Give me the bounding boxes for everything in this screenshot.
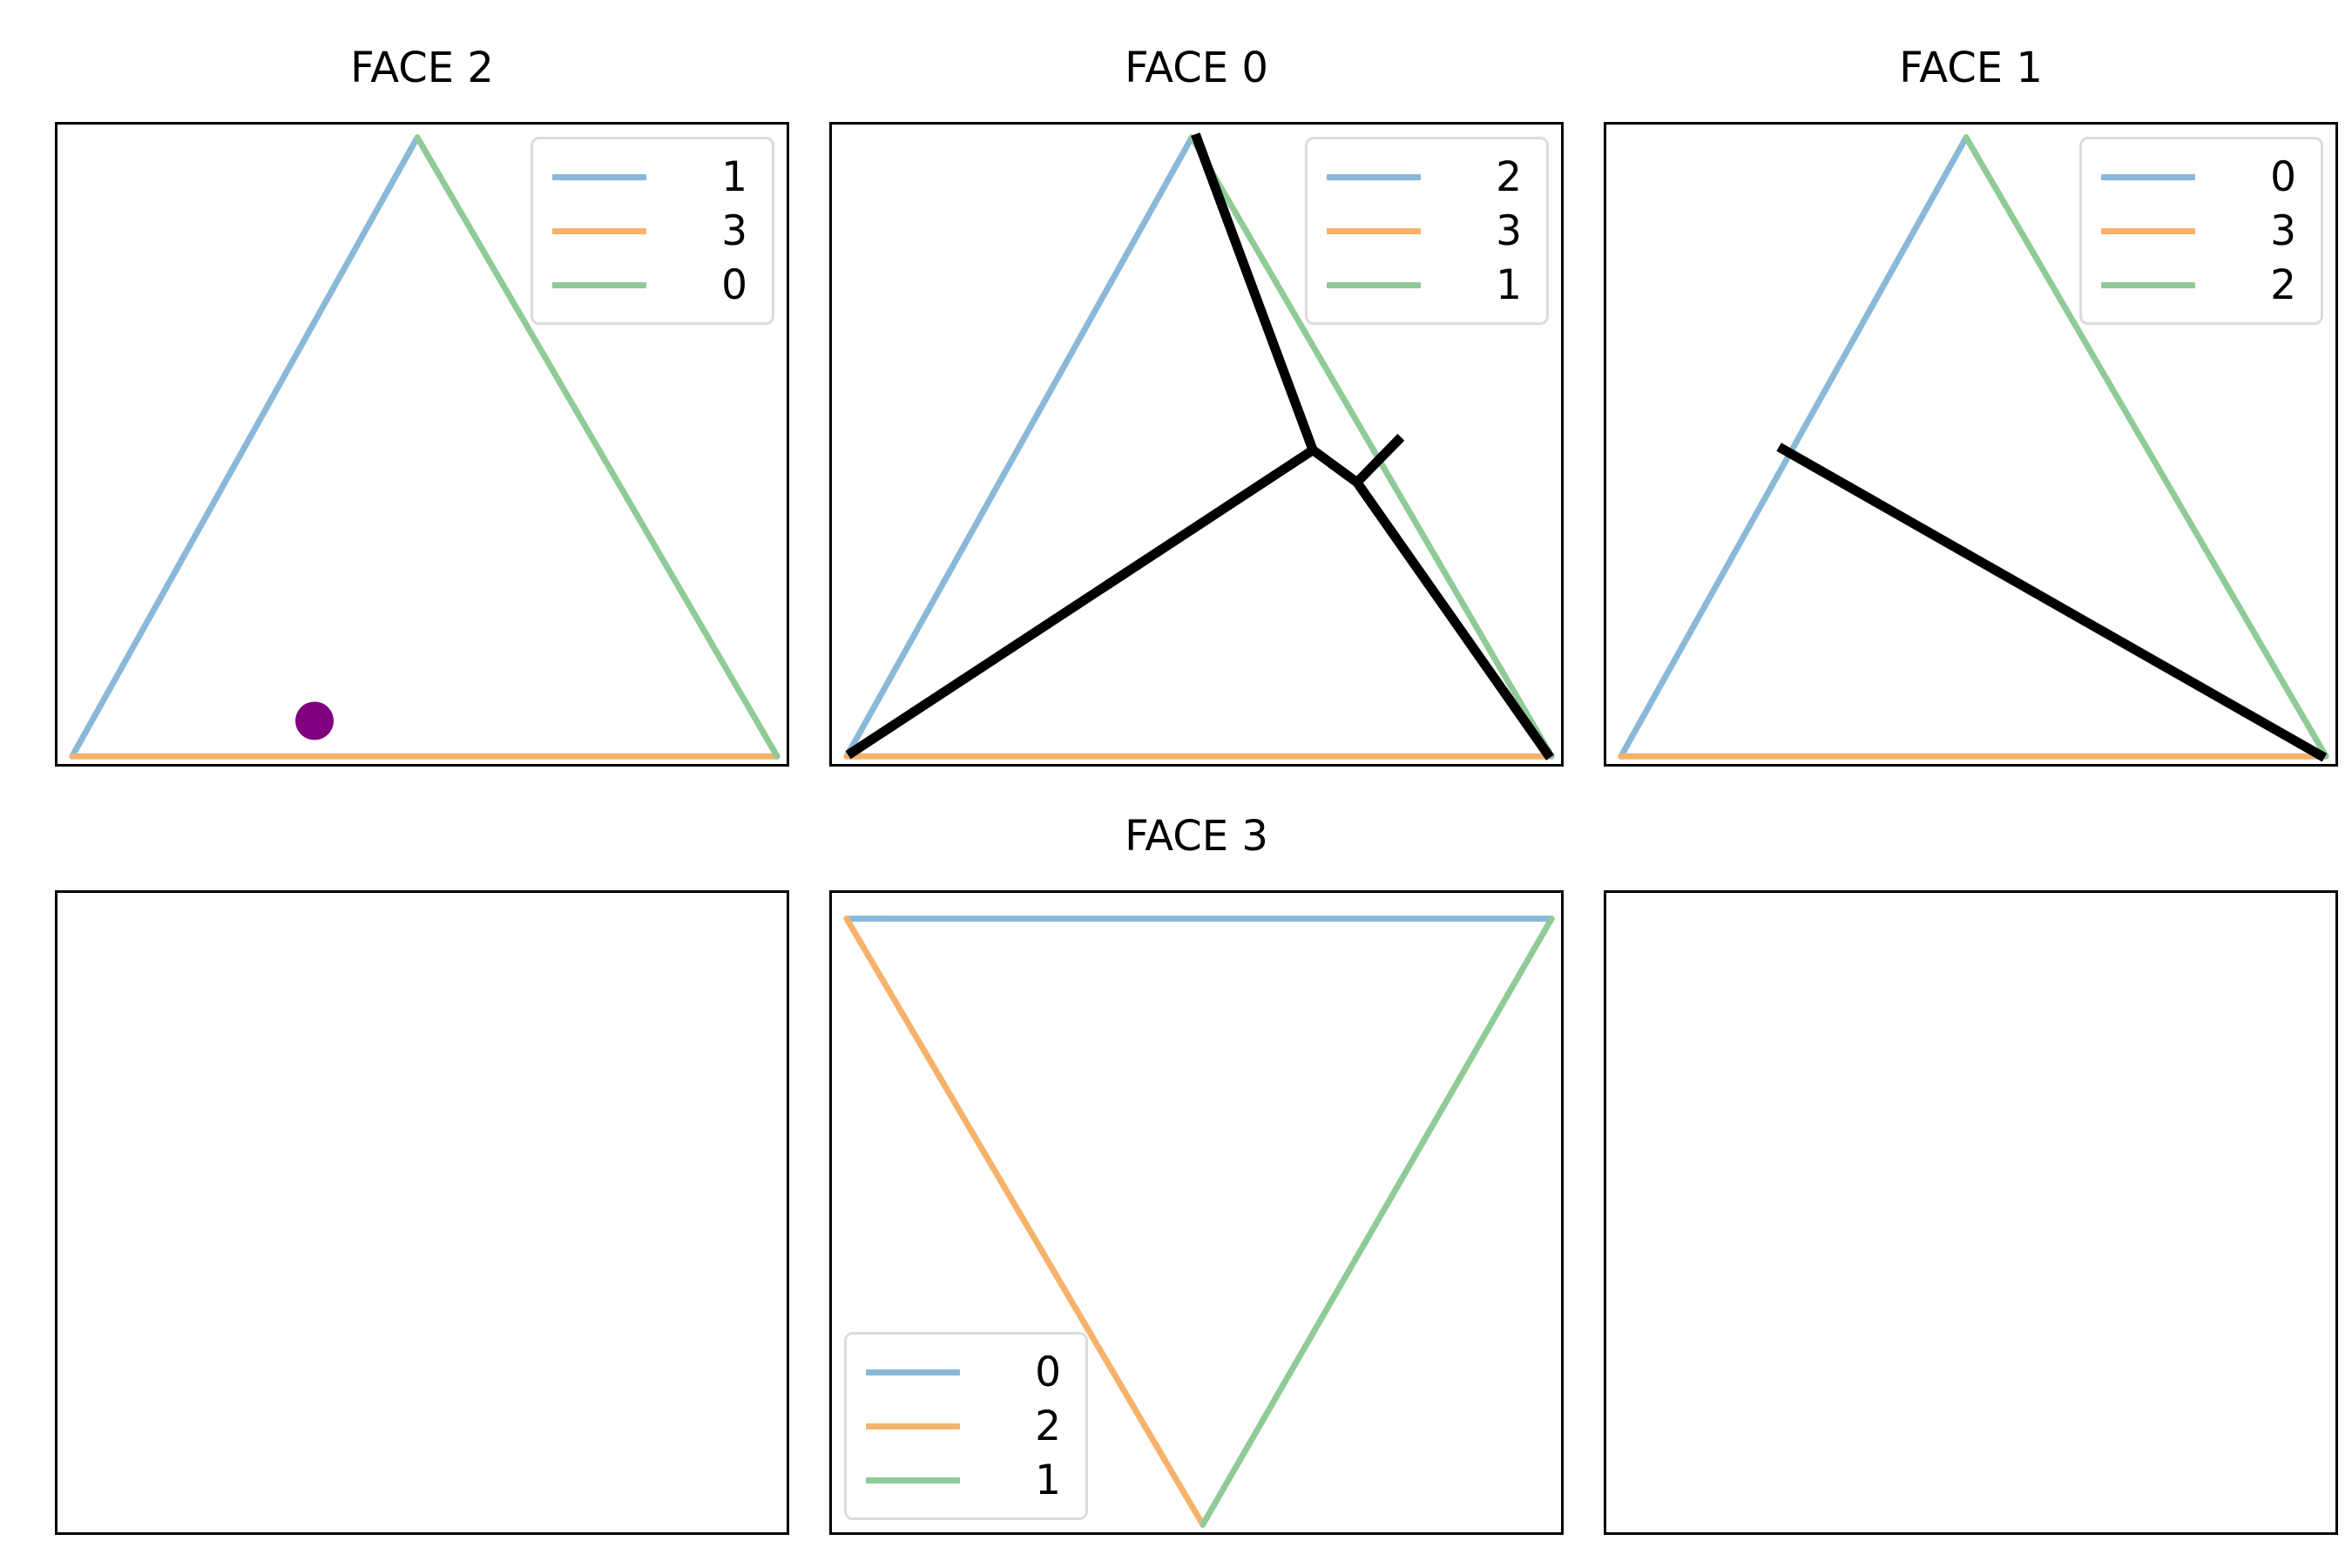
- panel-5: [1604, 815, 2338, 1535]
- legend-label: 2: [1496, 152, 1522, 201]
- edge-line-1: [1188, 134, 1555, 760]
- panel-2: FACE 1 0 3 2: [1604, 47, 2338, 767]
- legend-entry: 3: [1308, 204, 1546, 258]
- legend-swatch-1: [866, 1477, 960, 1484]
- axes-1: 2 3 1: [829, 122, 1564, 767]
- legend-swatch-0: [552, 281, 646, 288]
- plot-lines-4: [843, 916, 1555, 1528]
- legend-swatch-2: [1327, 173, 1421, 180]
- panel-1: FACE 0 2 3 1: [829, 47, 1564, 767]
- panel-3: [55, 815, 789, 1535]
- edge-line-1: [1200, 916, 1555, 1528]
- legend-0: 1 3 0: [531, 137, 774, 325]
- legend-entry: 3: [2082, 204, 2321, 258]
- edge-line-2: [843, 916, 1206, 1528]
- legend-entry: 1: [533, 150, 772, 204]
- panel-4: FACE 3 0 2 1: [829, 815, 1564, 1535]
- legend-entry: 0: [533, 258, 772, 312]
- axes-5: [1604, 890, 2338, 1535]
- legend-swatch-1: [552, 173, 646, 180]
- legend-swatch-3: [552, 227, 646, 234]
- legend-label: 3: [1496, 206, 1522, 255]
- legend-label: 0: [2270, 152, 2296, 201]
- legend-label: 1: [1035, 1456, 1061, 1504]
- edge-line-2: [1963, 134, 2329, 760]
- source-point: [295, 701, 335, 740]
- edge-line-1: [69, 134, 421, 760]
- legend-swatch-3: [2101, 227, 2195, 234]
- legend-label: 0: [1035, 1348, 1061, 1396]
- legend-entry: 2: [2082, 258, 2321, 312]
- legend-entry: 1: [847, 1453, 1085, 1507]
- branch-stub: [1353, 434, 1405, 486]
- legend-entry: 0: [2082, 150, 2321, 204]
- legend-swatch-3: [1327, 227, 1421, 234]
- axes-4: 0 2 1: [829, 890, 1564, 1535]
- legend-label: 1: [1496, 260, 1522, 309]
- plot-lines-3: [57, 893, 789, 1535]
- edge-line-2: [843, 134, 1195, 760]
- legend-swatch-0: [866, 1369, 960, 1375]
- branch-middle: [1309, 446, 1360, 487]
- edge-line-0: [1618, 134, 1970, 760]
- legend-entry: 2: [1308, 150, 1546, 204]
- legend-swatch-2: [866, 1423, 960, 1429]
- legend-label: 3: [2270, 206, 2296, 255]
- legend-swatch-0: [2101, 173, 2195, 180]
- legend-2: 0 3 2: [2079, 137, 2323, 325]
- plot-lines-2: [1618, 134, 2329, 762]
- legend-swatch-2: [2101, 281, 2195, 288]
- legend-4: 0 2 1: [844, 1332, 1088, 1520]
- legend-label: 2: [2270, 260, 2296, 309]
- panel-title-1: FACE 0: [1125, 44, 1268, 92]
- legend-label: 1: [721, 152, 747, 201]
- legend-entry: 1: [1308, 258, 1546, 312]
- plot-lines-0: [69, 134, 781, 760]
- legend-entry: 0: [847, 1345, 1085, 1399]
- geodesic: [1776, 443, 2328, 762]
- legend-entry: 2: [847, 1399, 1085, 1453]
- branch-right: [1353, 479, 1554, 760]
- axes-3: [55, 890, 789, 1535]
- legend-1: 2 3 1: [1305, 137, 1549, 325]
- edge-line-0: [414, 134, 781, 760]
- panel-title-4: FACE 3: [1125, 812, 1268, 861]
- legend-label: 3: [721, 206, 747, 255]
- axes-0: 1 3 0: [55, 122, 789, 767]
- panel-title-2: FACE 1: [1899, 44, 2043, 92]
- panel-title-0: FACE 2: [350, 44, 494, 92]
- branch-left: [845, 446, 1316, 760]
- legend-label: 2: [1035, 1402, 1061, 1450]
- legend-swatch-1: [1327, 281, 1421, 288]
- legend-label: 0: [721, 260, 747, 309]
- axes-2: 0 3 2: [1604, 122, 2338, 767]
- legend-entry: 3: [533, 204, 772, 258]
- panel-0: FACE 2 1 3 0: [55, 47, 789, 767]
- plot-lines-1: [843, 132, 1555, 760]
- plot-lines-5: [1606, 893, 2338, 1535]
- branch-apex: [1191, 132, 1318, 452]
